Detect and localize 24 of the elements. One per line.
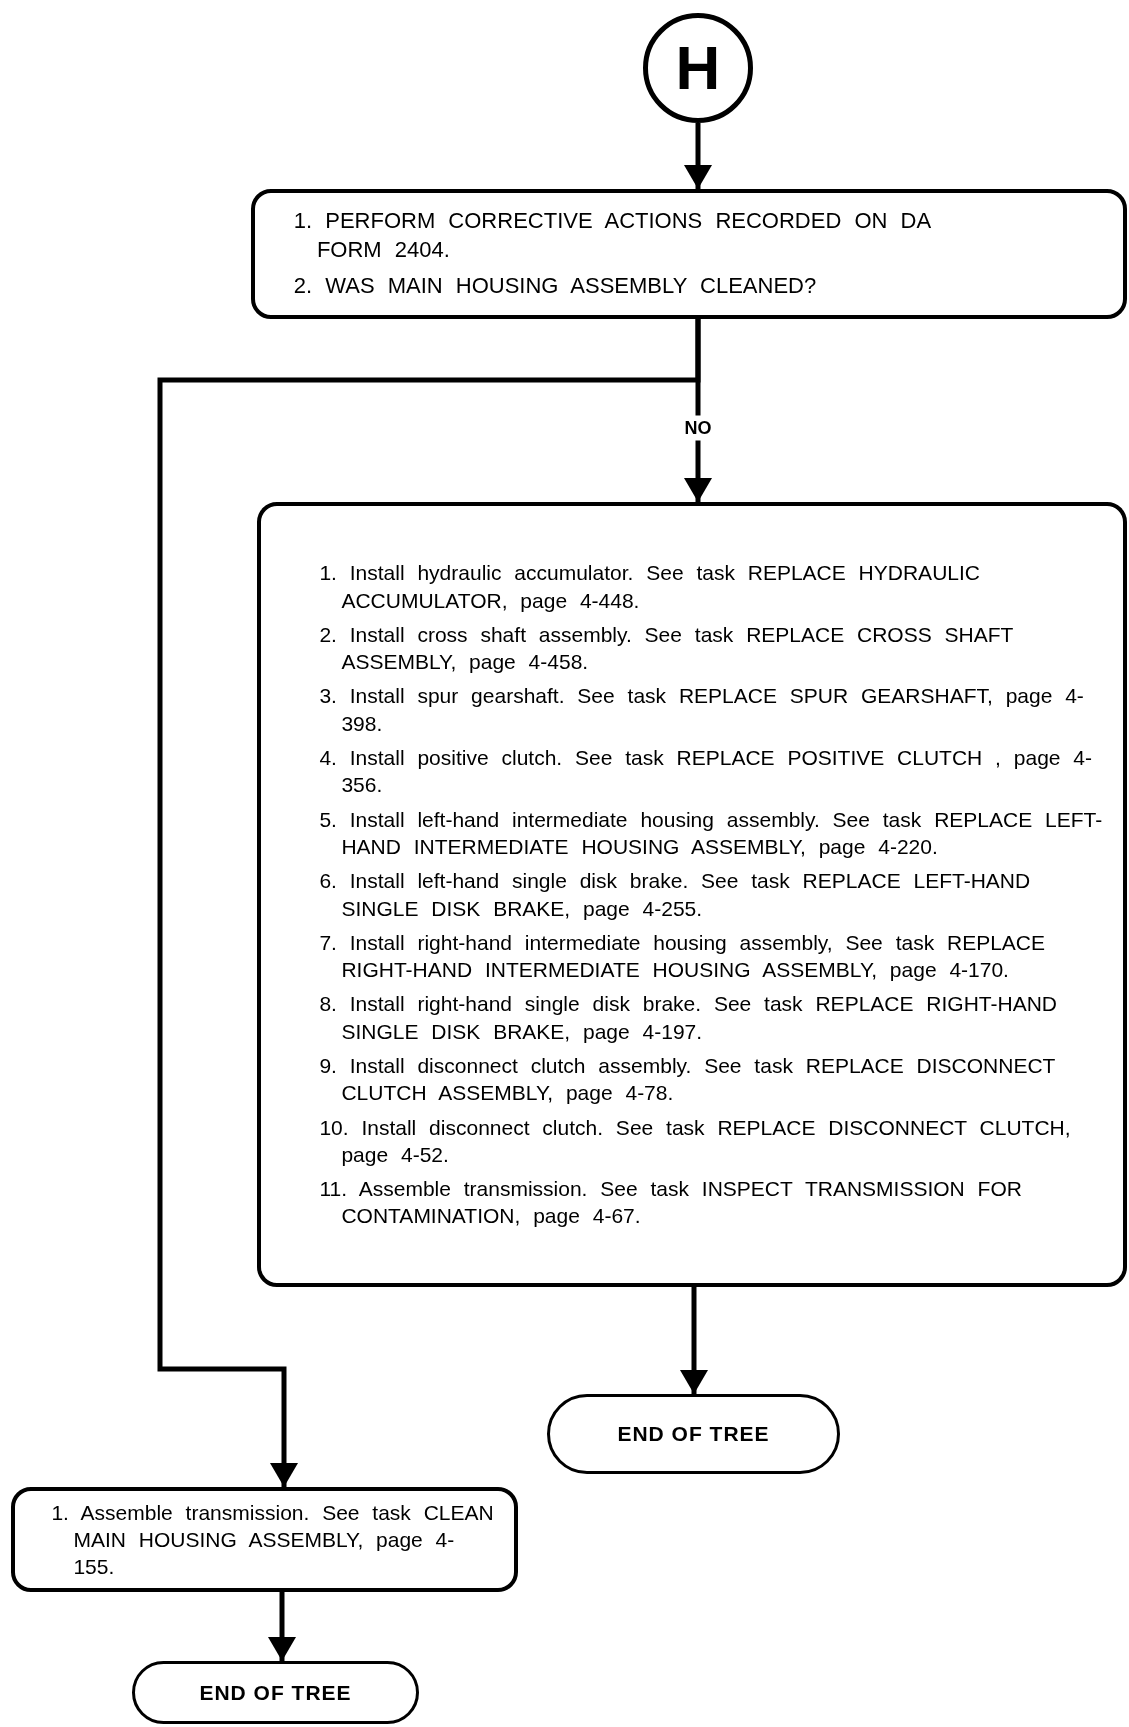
step-text: 9. Install disconnect clutch assembly. See task REPLACE DISCONNECT CLUTCH ASSEMBLY, page 4-78. [318, 1053, 1057, 1107]
step-text: 1. Assemble transmission. See task CLEAN MAIN HOUSING ASSEMBLY, page 4-155. [50, 1499, 494, 1581]
arrow [268, 1592, 296, 1661]
step-text: 1. Install hydraulic accumulator. See task REPLACE HYDRAULIC ACCUMULATOR, page 4-448. [318, 560, 981, 614]
step-text: 6. Install left-hand single disk brake. See task REPLACE LEFT-HAND SINGLE DISK BRAKE, page 4-255. [318, 868, 1032, 922]
step-text: 11. Assemble transmission. See task INSPECT TRANSMISSION FOR CONTAMINATION, page 4-67. [318, 1176, 1023, 1230]
connector-letter: H [675, 31, 721, 104]
step-text: 10. Install disconnect clutch. See task REPLACE DISCONNECT CLUTCH, page 4-52. [318, 1114, 1072, 1168]
decision-box [251, 189, 1127, 319]
terminal-text: END OF TREE [617, 1421, 770, 1448]
step-text: 2. Install cross shaft assembly. See task REPLACE CROSS SHAFT ASSEMBLY, page 4-458. [318, 621, 1014, 676]
step-text: 3. Install spur gearshaft. See task REPLACE SPUR GEARSHAFT, page 4-398. [318, 683, 1085, 737]
step-text: 7. Install right-hand intermediate housing assembly, See task REPLACE RIGHT-HAND INTERMEDIATE HOUSING ASSEMBLY, page 4-170. [318, 929, 1046, 984]
step-text: 4. Install positive clutch. See task REPLACE POSITIVE CLUTCH , page 4-356. [318, 745, 1093, 799]
step-text: 1. PERFORM CORRECTIVE ACTIONS RECORDED ON DA FORM 2404. [292, 207, 932, 264]
step-text: 5. Install left-hand intermediate housing assembly. See task REPLACE LEFT-HAND INTERMEDIATE HOUSING ASSEMBLY, page 4-220. [318, 806, 1104, 860]
arrow [684, 123, 712, 189]
arrow [157, 319, 701, 1487]
arrow [680, 1287, 708, 1394]
process-box [257, 502, 1127, 1287]
step-text: 2. WAS MAIN HOUSING ASSEMBLY CLEANED? [292, 272, 818, 301]
process-box [11, 1487, 518, 1592]
terminal-text: END OF TREE [199, 1679, 352, 1706]
step-text: 8. Install right-hand single disk brake. See task REPLACE RIGHT-HAND SINGLE DISK BRAKE, page 4-197. [318, 991, 1058, 1045]
